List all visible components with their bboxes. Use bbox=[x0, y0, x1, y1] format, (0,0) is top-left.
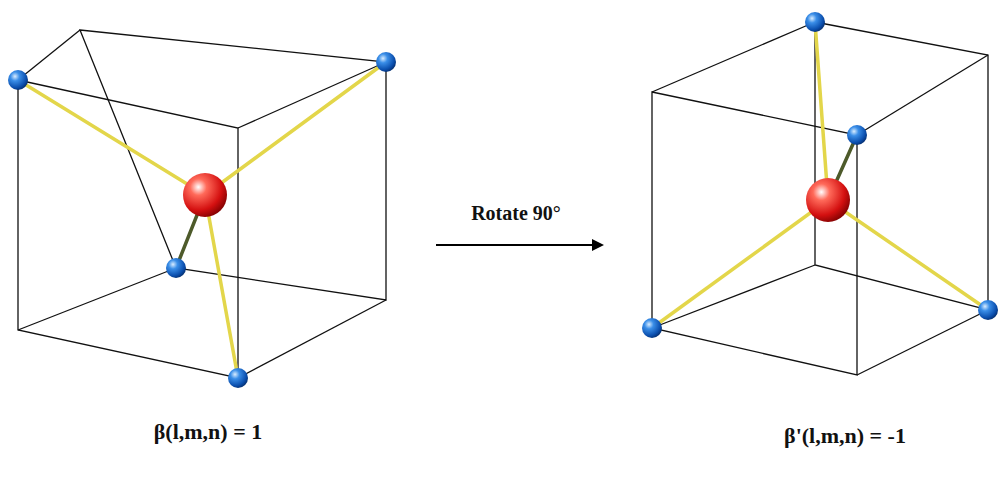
central-atom bbox=[806, 178, 850, 222]
cube-frame bbox=[18, 30, 386, 378]
ligand-atom bbox=[805, 12, 825, 32]
ligand-atom bbox=[8, 70, 28, 90]
state-label: β'(l,m,n) = -1 bbox=[784, 423, 906, 449]
ligand-atom bbox=[642, 318, 662, 338]
bond bbox=[652, 22, 988, 328]
arrow-label: Rotate 90° bbox=[471, 202, 561, 225]
cube-frame bbox=[652, 22, 988, 375]
ligand-atom bbox=[847, 125, 867, 145]
ligand-atom bbox=[978, 300, 998, 320]
ligand-atom bbox=[376, 52, 396, 72]
state-label: β(l,m,n) = 1 bbox=[154, 419, 262, 445]
ligand-atom bbox=[166, 258, 186, 278]
central-atom bbox=[183, 173, 227, 217]
rotation-arrow bbox=[436, 244, 602, 246]
ligand-atom bbox=[228, 368, 248, 388]
bond bbox=[18, 62, 386, 378]
